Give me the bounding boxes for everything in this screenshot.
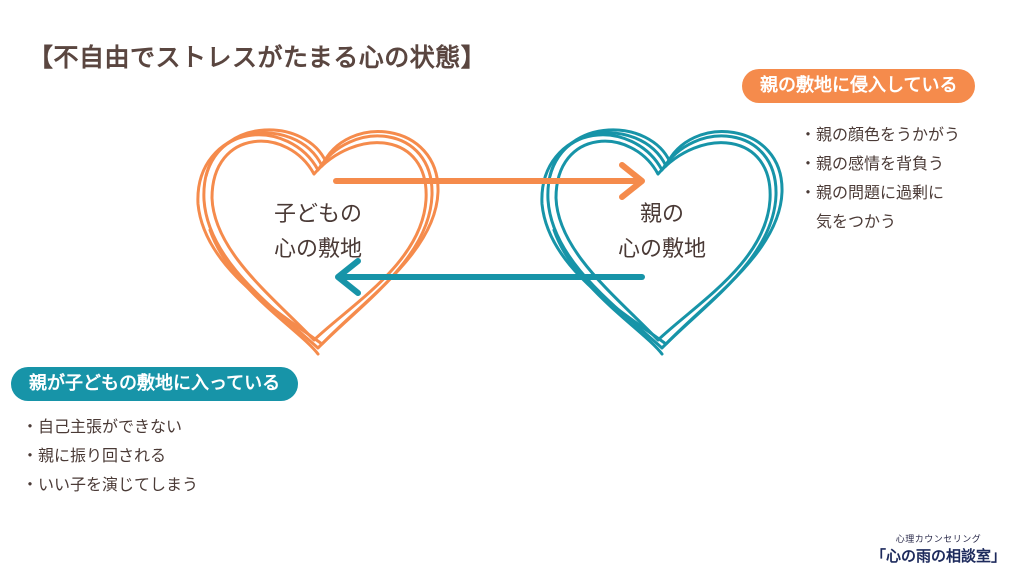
list-item: 親に振り回される	[22, 441, 282, 470]
list-item: 親の感情を背負う	[800, 149, 1000, 178]
list-item: 親の問題に過剰に	[800, 178, 1000, 207]
logo-subtitle: 心理カウンセリング	[895, 535, 982, 545]
parent-heart-line2: 心の敷地	[617, 237, 706, 262]
list-item: 親の顔色をうかがう	[800, 120, 1000, 149]
child-heart-line1: 子どもの	[273, 202, 362, 227]
list-item: 自己主張ができない	[22, 412, 282, 441]
page-title: 【不自由でストレスがたまる心の状態】	[28, 43, 487, 72]
parent-heart-label: 親の 心の敷地	[582, 197, 742, 267]
arrow-parent-to-child	[335, 258, 645, 296]
arrow-child-to-parent	[333, 162, 645, 200]
child-heart-icon	[196, 128, 440, 356]
child-side-list: 自己主張ができない 親に振り回される いい子を演じてしまう	[22, 412, 282, 499]
child-side-badge: 親が子どもの敷地に入っている	[11, 367, 299, 401]
parent-heart-icon	[540, 128, 784, 356]
parent-heart-line1: 親の	[639, 202, 684, 227]
child-heart-label: 子どもの 心の敷地	[238, 197, 398, 267]
child-heart-line2: 心の敷地	[273, 237, 362, 262]
parent-side-badge: 親の敷地に侵入している	[742, 69, 976, 103]
brand-logo: 心理カウンセリング 「心の雨の相談室」	[871, 532, 1006, 566]
logo-title: 「心の雨の相談室」	[870, 547, 1006, 565]
list-item: いい子を演じてしまう	[22, 470, 282, 499]
list-item-continuation: 気をつかう	[816, 212, 897, 231]
parent-side-list: 親の顔色をうかがう 親の感情を背負う 親の問題に過剰に 気をつかう	[800, 120, 1000, 236]
